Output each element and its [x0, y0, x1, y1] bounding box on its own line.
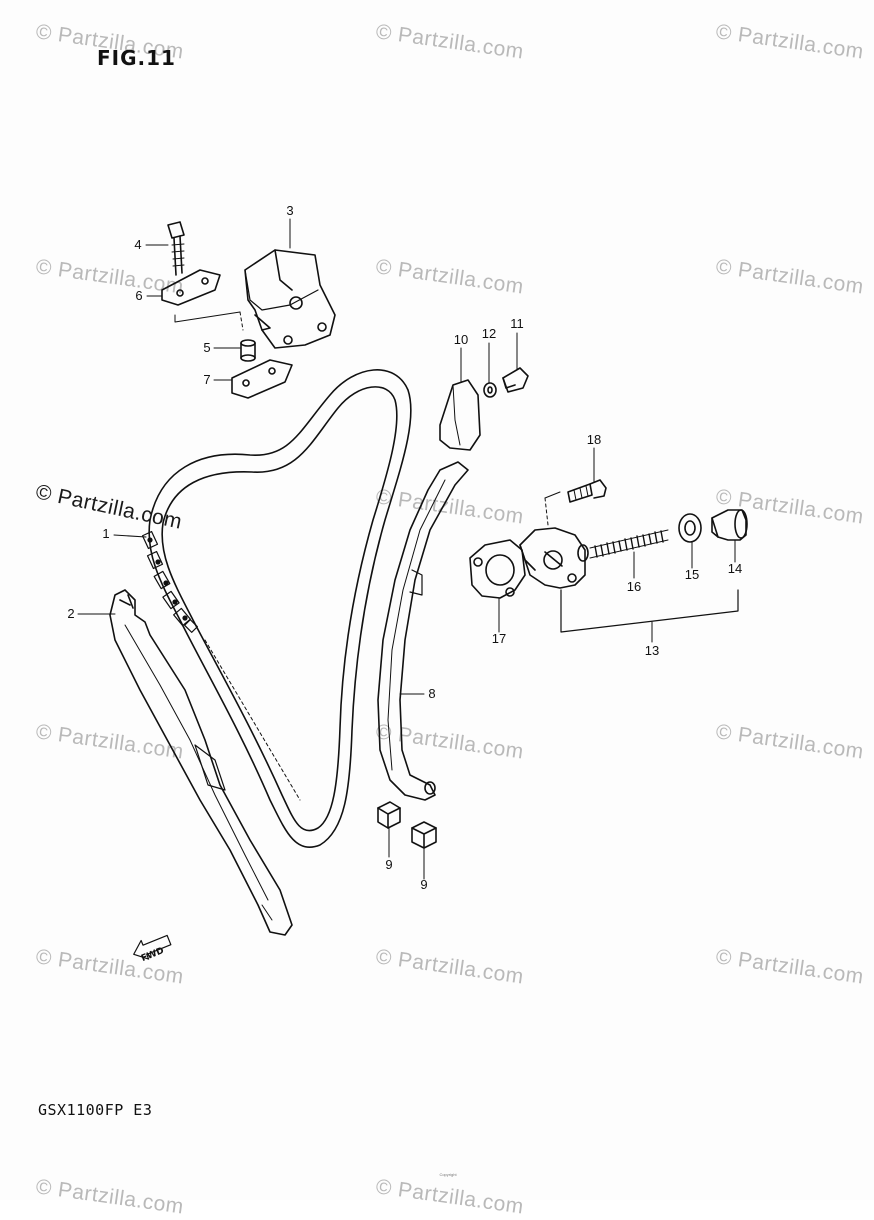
- callout-9a[interactable]: 9: [385, 857, 393, 872]
- callout-5[interactable]: 5: [203, 340, 211, 355]
- callout-14[interactable]: 14: [727, 561, 743, 576]
- callout-16[interactable]: 16: [626, 579, 642, 594]
- callout-1[interactable]: 1: [102, 526, 110, 541]
- model-code: GSX1100FP E3: [38, 1101, 153, 1119]
- tensioner-cushion[interactable]: [439, 379, 481, 451]
- callout-12[interactable]: 12: [481, 326, 497, 341]
- bolt[interactable]: [502, 367, 529, 393]
- assembly-line: [174, 311, 241, 323]
- callout-11[interactable]: 11: [510, 316, 524, 331]
- figure-title: FIG.11: [97, 46, 176, 70]
- cam-chain-guide[interactable]: [109, 589, 293, 936]
- callout-9b[interactable]: 9: [420, 877, 428, 892]
- leader-lines: [77, 218, 736, 880]
- damper[interactable]: [377, 801, 401, 829]
- callout-7[interactable]: 7: [203, 372, 211, 387]
- upper-chain-guide[interactable]: [244, 249, 336, 349]
- callout-10[interactable]: 10: [453, 332, 469, 347]
- assembly-line: [544, 491, 561, 499]
- tensioner-bolt[interactable]: [567, 479, 607, 503]
- cam-chain[interactable]: [141, 369, 412, 848]
- assembly-line: [544, 497, 549, 526]
- callout-15[interactable]: 15: [684, 567, 700, 582]
- collar[interactable]: [240, 339, 256, 362]
- callout-18[interactable]: 18: [586, 432, 602, 447]
- callout-8[interactable]: 8: [428, 686, 436, 701]
- bolt[interactable]: [167, 221, 185, 276]
- tensioner-gasket[interactable]: [469, 539, 526, 599]
- damper[interactable]: [411, 821, 437, 849]
- callout-2[interactable]: 2: [67, 606, 75, 621]
- assembly-bracket: [560, 589, 739, 633]
- tensioner-spring[interactable]: [589, 529, 669, 559]
- callout-6[interactable]: 6: [135, 288, 143, 303]
- tensioner-plug[interactable]: [711, 509, 748, 541]
- cam-chain-tensioner-guide[interactable]: [377, 461, 469, 801]
- callout-3[interactable]: 3: [286, 203, 294, 218]
- cam-chain-tensioner-body[interactable]: [519, 527, 589, 589]
- assembly-line: [239, 311, 244, 331]
- spring-washer[interactable]: [678, 513, 702, 543]
- callout-13[interactable]: 13: [644, 643, 660, 658]
- callout-17[interactable]: 17: [491, 631, 507, 646]
- footer-copyright: Copyright: [439, 1172, 457, 1177]
- forward-arrow-icon: [133, 934, 172, 960]
- callout-4[interactable]: 4: [134, 237, 142, 252]
- lower-plate[interactable]: [231, 359, 293, 399]
- mounting-plate[interactable]: [161, 269, 221, 306]
- washer[interactable]: [483, 382, 497, 398]
